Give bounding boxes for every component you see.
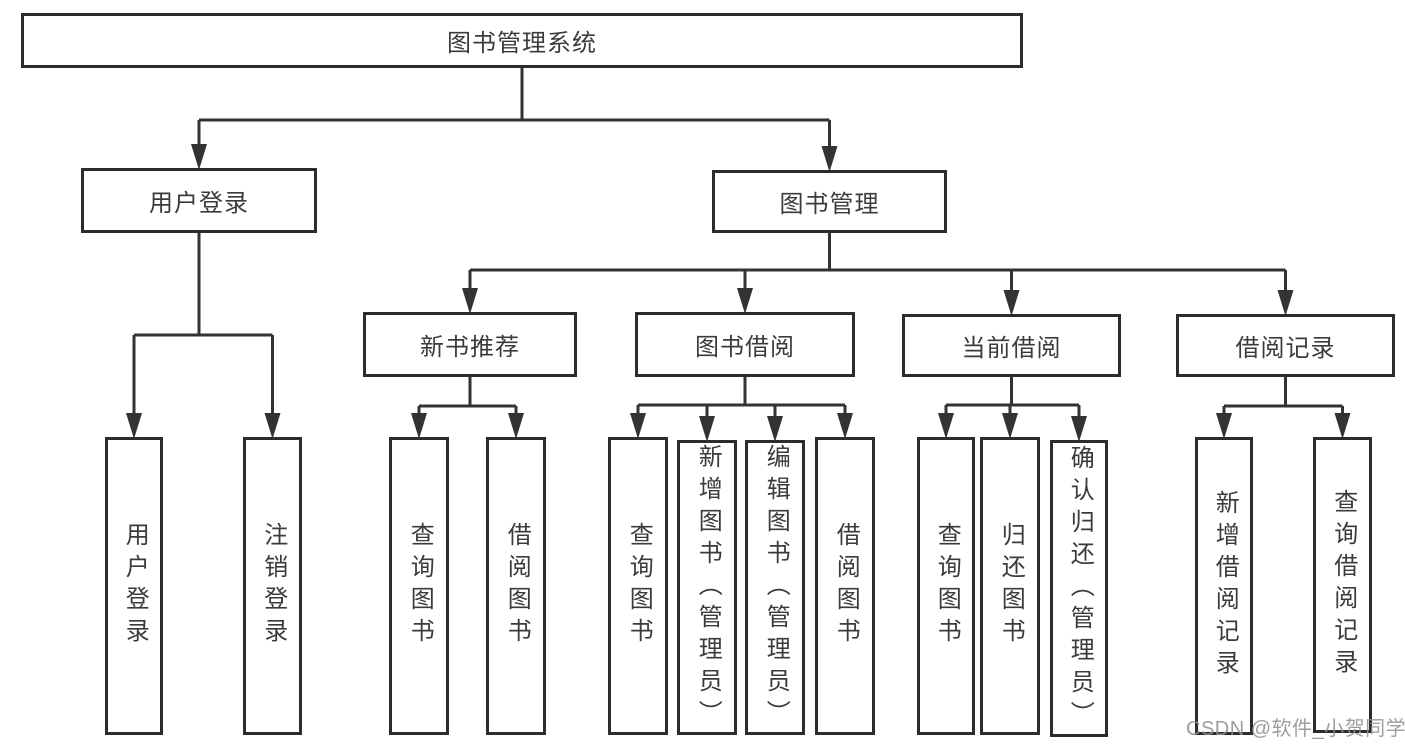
- node-label: 借阅图书: [503, 522, 531, 650]
- node-leaf-bb-borrow: 借阅图书: [815, 437, 875, 735]
- node-label: 用户登录: [149, 190, 249, 217]
- node-user-login: 用户登录: [81, 168, 317, 233]
- node-current-borrow: 当前借阅: [902, 314, 1121, 377]
- node-label: 查询图书: [933, 522, 961, 650]
- node-label: 确认归还（管理员）: [1066, 444, 1094, 733]
- node-book-borrow: 图书借阅: [635, 312, 855, 377]
- node-root: 图书管理系统: [21, 13, 1023, 68]
- node-label: 注销登录: [259, 522, 287, 650]
- node-borrow-records: 借阅记录: [1176, 314, 1395, 377]
- node-label: 编辑图书（管理员）: [762, 443, 790, 732]
- node-book-mgmt: 图书管理: [712, 170, 947, 233]
- node-label: 借阅记录: [1235, 335, 1336, 362]
- node-leaf-cb-return: 归还图书: [980, 437, 1040, 735]
- node-label: 查询图书: [625, 522, 653, 650]
- node-label: 查询图书: [406, 522, 434, 650]
- node-label: 图书管理: [779, 191, 880, 218]
- node-leaf-br-add: 新增借阅记录: [1195, 437, 1253, 735]
- csdn-watermark: CSDN @软件_小贺同学: [1186, 718, 1405, 740]
- node-label: 新增图书（管理员）: [694, 443, 722, 732]
- node-new-book: 新书推荐: [363, 312, 577, 377]
- node-leaf-user-login: 用户登录: [105, 437, 163, 735]
- node-label: 图书管理系统: [447, 30, 597, 57]
- node-label: 查询借阅记录: [1329, 489, 1357, 681]
- node-label: 新书推荐: [420, 334, 520, 361]
- node-leaf-nb-query: 查询图书: [389, 437, 449, 735]
- node-leaf-bb-edit: 编辑图书（管理员）: [745, 440, 805, 735]
- node-leaf-nb-borrow: 借阅图书: [486, 437, 546, 735]
- node-leaf-cb-query: 查询图书: [917, 437, 975, 735]
- node-leaf-bb-add: 新增图书（管理员）: [677, 440, 737, 735]
- node-leaf-logout: 注销登录: [243, 437, 302, 735]
- node-leaf-cb-confirm: 确认归还（管理员）: [1050, 440, 1108, 737]
- node-label: 图书借阅: [695, 334, 795, 361]
- node-label: 当前借阅: [961, 335, 1062, 362]
- node-leaf-bb-query: 查询图书: [608, 437, 668, 735]
- node-label: 归还图书: [997, 522, 1025, 650]
- node-label: 用户登录: [121, 522, 149, 650]
- node-leaf-br-query: 查询借阅记录: [1313, 437, 1372, 733]
- node-label: 新增借阅记录: [1211, 490, 1239, 682]
- node-label: 借阅图书: [832, 522, 860, 650]
